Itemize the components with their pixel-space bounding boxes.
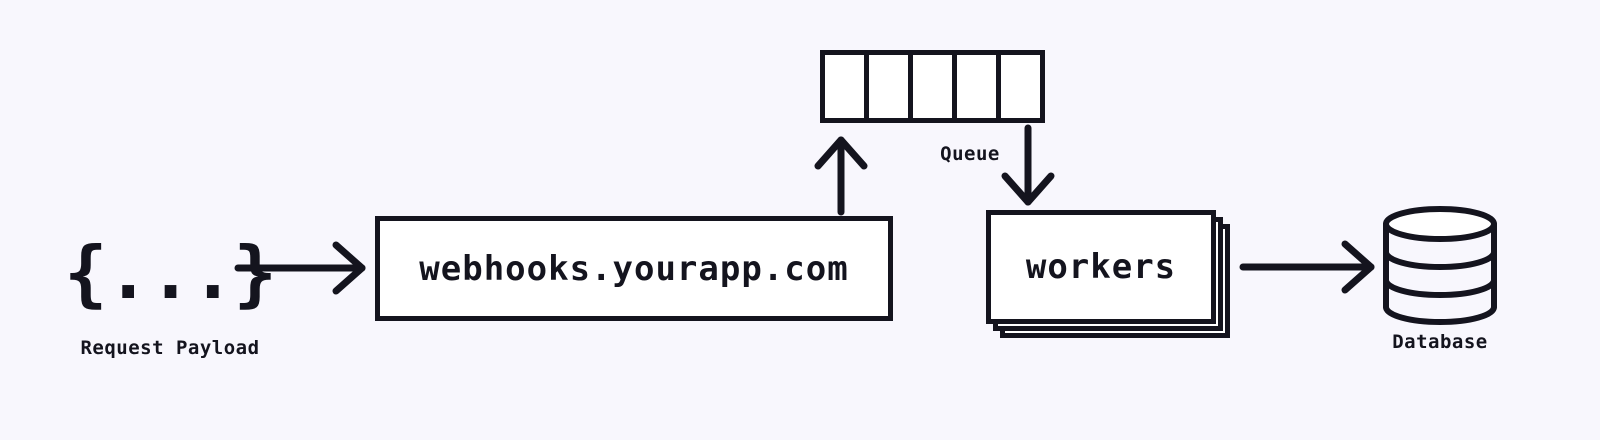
queue-cell — [957, 55, 1001, 118]
queue-cell — [825, 55, 869, 118]
queue-segmented-bar — [820, 50, 1045, 123]
database-caption: Database — [1392, 331, 1488, 353]
workers-card-front: workers — [986, 210, 1216, 324]
node-request-payload[interactable]: {...} Request Payload — [64, 225, 277, 370]
queue-cell — [1001, 55, 1040, 118]
node-database[interactable]: Database — [1380, 203, 1500, 373]
queue-cell — [913, 55, 957, 118]
arrow-queue-to-workers — [1001, 124, 1055, 206]
arrow-webhooks-to-queue — [814, 136, 868, 216]
webhooks-endpoint-label: webhooks.yourapp.com — [419, 248, 849, 289]
node-queue[interactable]: Queue — [820, 50, 1045, 165]
json-braces-icon: {...} — [64, 230, 277, 315]
queue-caption: Queue — [940, 143, 1000, 165]
request-payload-caption: Request Payload — [80, 337, 260, 359]
workers-label: workers — [1025, 247, 1177, 287]
database-cylinder-icon — [1383, 206, 1497, 325]
arrow-workers-to-database — [1239, 240, 1375, 294]
node-workers[interactable]: workers — [986, 210, 1230, 338]
node-webhooks-endpoint[interactable]: webhooks.yourapp.com — [375, 216, 893, 321]
queue-cell — [869, 55, 913, 118]
